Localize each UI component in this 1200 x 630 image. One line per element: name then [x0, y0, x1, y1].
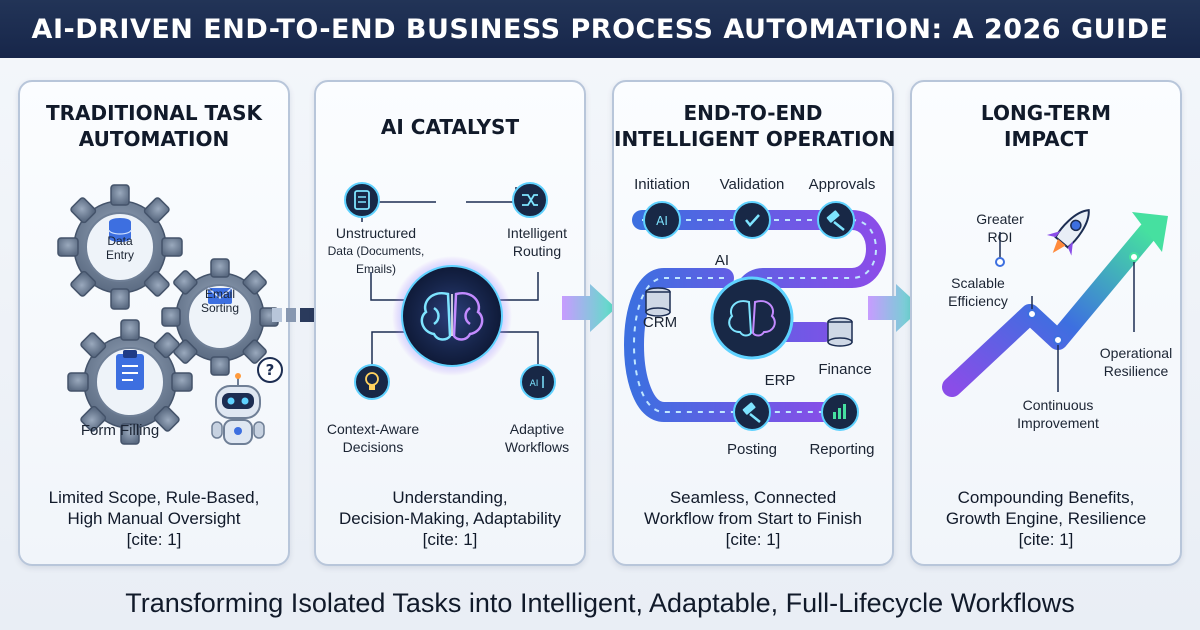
- tagline: Transforming Isolated Tasks into Intelli…: [125, 588, 1075, 618]
- traditional-automation-graphic: ?: [57, 184, 283, 445]
- lightbulb-icon: [354, 364, 390, 400]
- arrow-right-icon: [868, 284, 922, 332]
- adaptive-workflows-label: Adaptive Workflows: [504, 421, 570, 455]
- brain-icon: [728, 300, 776, 337]
- initiation-label: Initiation: [634, 176, 690, 193]
- intelligent-routing-label: Intelligent Routing: [507, 225, 567, 259]
- envelope-icon: [207, 287, 233, 304]
- continuous-improvement-label: Continuous Improvement: [1017, 397, 1099, 431]
- document-icon: [344, 182, 380, 218]
- gavel-icon: [733, 393, 771, 431]
- arrow-right-icon: [562, 284, 616, 332]
- svg-text:?: ?: [266, 361, 275, 379]
- gear-icon: [733, 201, 771, 239]
- gear-icon: [161, 258, 279, 376]
- data-entry-label: Data Entry: [105, 234, 134, 262]
- brain-icon: [420, 291, 484, 341]
- ai-chip-icon: AI: [643, 201, 681, 239]
- title-bar: AI-DRIVEN END-TO-END BUSINESS PROCESS AU…: [0, 0, 1200, 58]
- panel-title: END-TO-END INTELLIGENT OPERATION: [614, 101, 896, 151]
- panel-long-term-impact: LONG-TERM IMPACT: [910, 80, 1182, 566]
- clipboard-icon: [116, 350, 144, 390]
- panel-title: AI CATALYST: [380, 115, 520, 139]
- ai-label: AI: [714, 252, 730, 269]
- panel-caption: Compounding Benefits, Growth Engine, Res…: [945, 488, 1147, 549]
- scalable-efficiency-label: Scalable Efficiency: [948, 275, 1008, 309]
- shuffle-icon: [512, 182, 548, 218]
- erp-label: ERP: [764, 372, 796, 389]
- workflow-graphic: AI: [624, 201, 886, 431]
- approvals-label: Approvals: [808, 176, 876, 193]
- greater-roi-label: Greater ROI: [976, 211, 1024, 245]
- reporting-label: Reporting: [809, 441, 875, 458]
- panel-traditional-automation: TRADITIONAL TASK AUTOMATION: [18, 80, 290, 566]
- panel-title: TRADITIONAL TASK AUTOMATION: [45, 101, 263, 151]
- growth-graphic: [942, 208, 1168, 397]
- panel-ai-catalyst: AI CATALYST: [314, 80, 586, 566]
- bar-chart-icon: AI: [520, 364, 556, 400]
- panel-title: LONG-TERM IMPACT: [980, 101, 1112, 151]
- svg-text:AI: AI: [656, 214, 668, 228]
- database-icon: [645, 287, 671, 317]
- bar-chart-icon: [821, 393, 859, 431]
- database-icon: [827, 317, 853, 347]
- context-aware-label: Context-Aware Decisions: [326, 421, 420, 455]
- panel-caption: Limited Scope, Rule-Based, High Manual O…: [48, 488, 260, 549]
- database-icon: [108, 218, 132, 242]
- posting-label: Posting: [726, 441, 778, 458]
- form-filling-label: Form Filling: [80, 422, 160, 439]
- operational-resilience-label: Operational Resilience: [1099, 345, 1173, 379]
- svg-text:AI: AI: [530, 379, 539, 389]
- page-title: AI-DRIVEN END-TO-END BUSINESS PROCESS AU…: [31, 13, 1169, 45]
- gavel-icon: [817, 201, 855, 239]
- panel-caption: Understanding, Decision-Making, Adaptabi…: [338, 488, 562, 549]
- gear-icon: [57, 184, 183, 310]
- validation-label: Validation: [719, 176, 785, 193]
- unstructured-data-label: Unstructured Data (Documents, Emails): [327, 225, 425, 276]
- finance-label: Finance: [818, 361, 872, 378]
- panel-end-to-end-operation: END-TO-END INTELLIGENT OPERATION AI: [612, 80, 896, 566]
- rocket-icon: [1046, 208, 1090, 256]
- email-sorting-label: Email Sorting: [200, 287, 240, 315]
- panel-caption: Seamless, Connected Workflow from Start …: [644, 488, 862, 549]
- crm-label: CRM: [642, 314, 678, 331]
- ai-catalyst-graphic: AI: [344, 182, 556, 400]
- robot-icon: ?: [211, 357, 283, 445]
